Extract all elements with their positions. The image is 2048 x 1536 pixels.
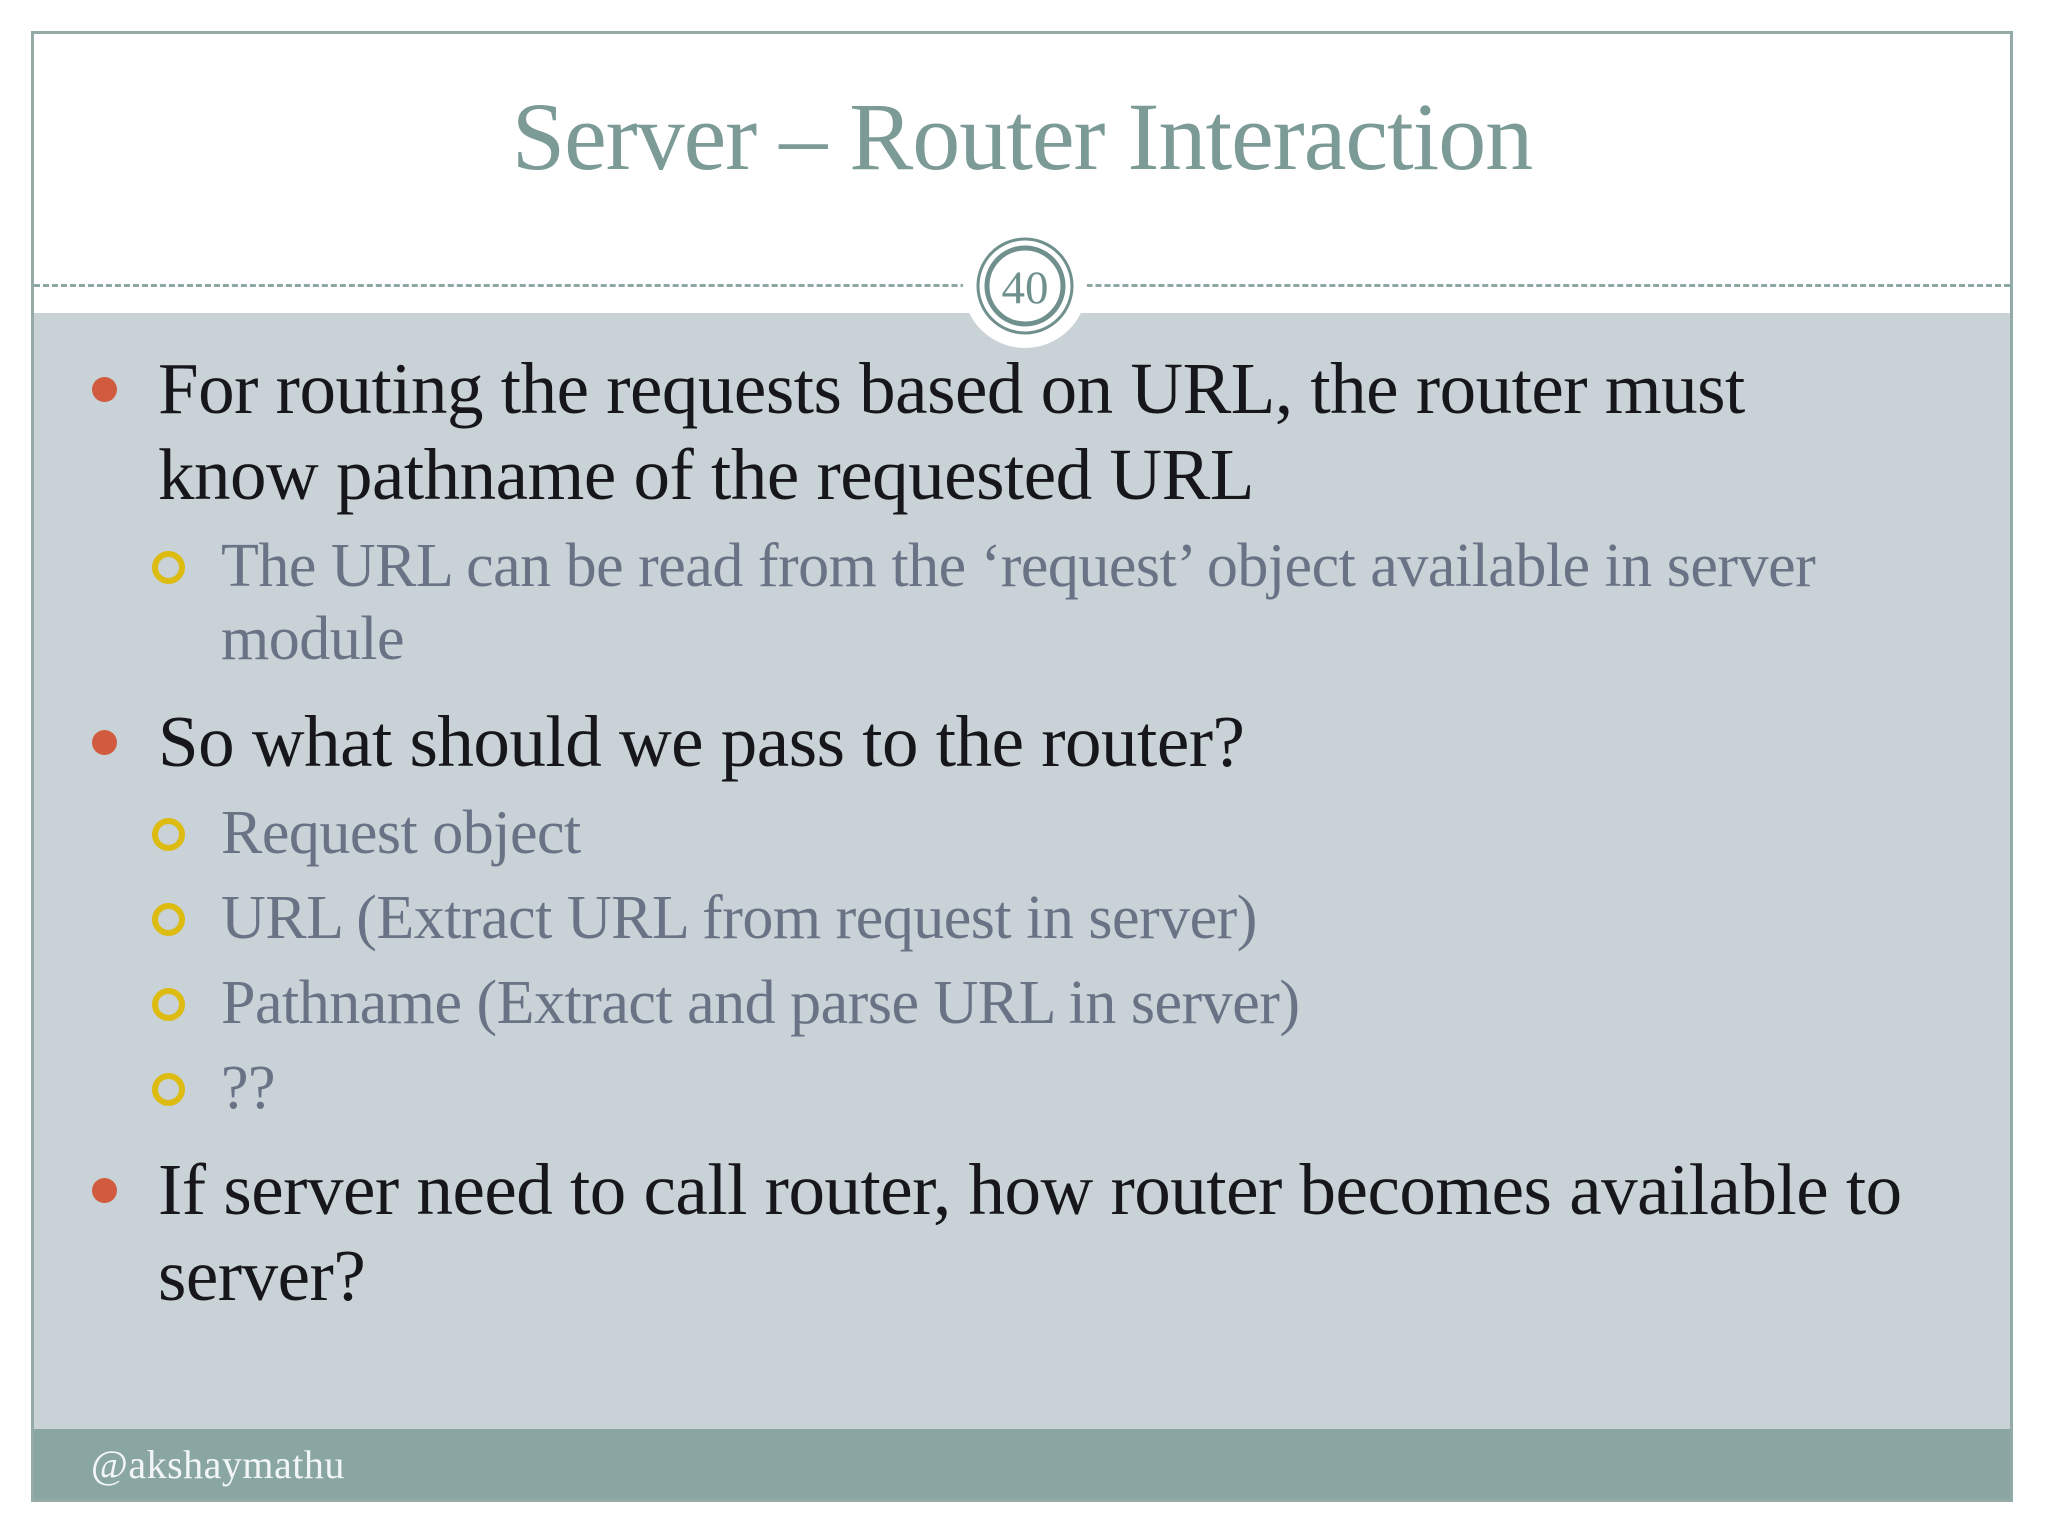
slide-content: For routing the requests based on URL, t… [34,346,2010,1320]
bullet-text: So what should we pass to the router? [158,700,1245,782]
badge-halo [963,224,1087,348]
bullet-text: For routing the requests based on URL, t… [158,348,1745,516]
sub-bullet-item: Pathname (Extract and parse URL in serve… [152,967,2010,1040]
sub-bullet-text: ?? [221,1054,276,1123]
sub-bullet-text: Pathname (Extract and parse URL in serve… [221,969,1300,1037]
slide-title: Server – Router Interaction [511,83,1534,190]
bullet-item: For routing the requests based on URL, t… [92,346,2010,518]
sub-bullet-text: Request object [221,798,581,867]
bullet-dot-icon [92,1178,117,1204]
bullet-ring-icon [152,988,185,1021]
sub-bullet-item: URL (Extract URL from request in server) [152,882,2010,955]
bullet-item: So what should we pass to the router? [92,699,2010,785]
slide: Server – Router Interaction 40 For routi… [31,31,2013,1502]
sub-bullet-item: Request object [152,797,2010,870]
sub-bullet-item: The URL can be read from the ‘request’ o… [152,530,2010,676]
bullet-ring-icon [152,902,185,936]
footer-handle: @akshaymathu [91,1441,345,1487]
bullet-ring-icon [152,1073,185,1107]
page-number: 40 [1002,262,1049,314]
badge-inner-ring-icon [984,245,1066,327]
footer-band: @akshaymathu [34,1429,2010,1499]
bullet-dot-icon [92,377,117,402]
bullet-item: If server need to call router, how route… [92,1147,2010,1319]
sub-bullet-text: URL (Extract URL from request in server) [221,883,1257,952]
sub-bullet-item: ?? [152,1052,2010,1125]
page-number-badge: 40 [963,224,1087,348]
badge-outer-ring-icon [976,237,1074,335]
bullet-ring-icon [152,817,185,851]
slide-body-background [34,313,2010,1432]
sub-bullet-text: The URL can be read from the ‘request’ o… [221,532,1816,674]
bullet-ring-icon [152,551,185,585]
bullet-text: If server need to call router, how route… [158,1149,1902,1317]
bullet-dot-icon [92,729,117,755]
